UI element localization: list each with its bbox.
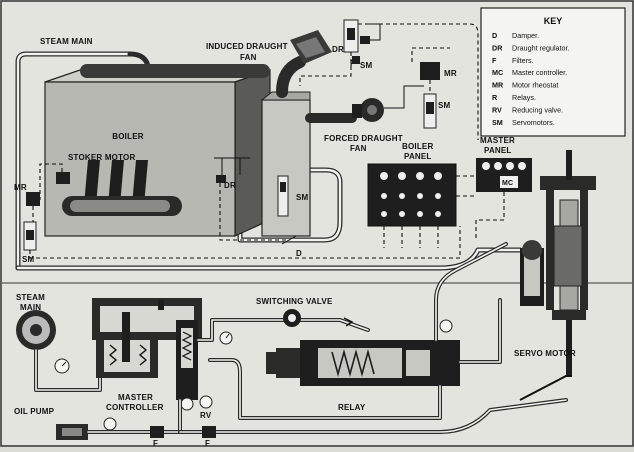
boiler-uptake: SM xyxy=(260,91,311,237)
boiler: BOILER xyxy=(44,64,271,237)
key-legend: KEY D Damper. DR Draught regulator. F Filters… xyxy=(480,7,626,137)
key-description: Reducing valve. xyxy=(512,105,563,114)
key-title: KEY xyxy=(544,16,563,26)
key-code: DR xyxy=(492,43,503,52)
mr-right-label: MR xyxy=(444,69,457,78)
sm-top-label: SM xyxy=(360,61,373,70)
reducing-valve-stack: RV xyxy=(176,320,233,420)
forced-fan-label-1: FORCED DRAUGHT xyxy=(324,134,403,143)
induced-draught-fan: INDUCED DRAUGHT FAN xyxy=(206,30,332,98)
switching-valve: SWITCHING VALVE xyxy=(196,297,370,342)
draught-regulator-boiler: DR xyxy=(214,157,290,241)
key-description: Servomotors. xyxy=(512,118,555,127)
key-code: SM xyxy=(492,118,503,127)
key-entries: D Damper. DR Draught regulator. F Filters. MC M… xyxy=(492,31,570,127)
key-description: Damper. xyxy=(512,31,539,40)
boiler-label: BOILER xyxy=(112,132,143,141)
stoker-motor: STOKER MOTOR xyxy=(39,153,135,200)
oil-pump-line: OIL PUMP F F xyxy=(14,398,568,448)
key-code: R xyxy=(492,93,498,102)
rv-label: RV xyxy=(200,411,212,420)
dr-top-label: DR xyxy=(332,45,344,54)
steam-main-bottom-label-1: STEAM xyxy=(16,293,45,302)
key-code: MR xyxy=(492,81,504,90)
key-description: Draught regulator. xyxy=(512,43,570,52)
key-code: F xyxy=(492,56,497,65)
master-controller-label-2: CONTROLLER xyxy=(106,403,164,412)
sm-right-label: SM xyxy=(438,101,451,110)
induced-fan-label-2: FAN xyxy=(240,53,257,62)
key-description: Filters. xyxy=(512,56,534,65)
top-control-cluster: DR F SM xyxy=(299,19,479,140)
relay: RELAY xyxy=(208,242,508,420)
servo-motor: SERVO MOTOR xyxy=(514,150,596,401)
forced-fan-label-2: FAN xyxy=(350,144,367,153)
master-controller-label-1: MASTER xyxy=(118,393,153,402)
steam-main-bottom-label-2: MAIN xyxy=(20,303,41,312)
sm-left-label: SM xyxy=(22,255,35,264)
master-panel-label-2: PANEL xyxy=(484,146,512,155)
boiler-panel: BOILER PANEL xyxy=(260,142,461,259)
dr-boiler-label: DR xyxy=(224,181,236,190)
key-code: RV xyxy=(492,105,502,114)
steam-main-bottom: STEAM MAIN xyxy=(16,293,102,392)
boiler-panel-label-1: BOILER xyxy=(402,142,433,151)
master-panel: MASTER PANEL MC xyxy=(456,136,532,240)
switching-valve-label: SWITCHING VALVE xyxy=(256,297,333,306)
forced-draught-fan: FORCED DRAUGHT FAN xyxy=(305,98,403,153)
sm-boiler-label: SM xyxy=(296,193,309,202)
stoker-motor-label: STOKER MOTOR xyxy=(68,153,135,162)
key-code: D xyxy=(492,31,497,40)
right-regulators: MR SM xyxy=(384,47,457,129)
key-code: MC xyxy=(492,68,503,77)
induced-fan-label-1: INDUCED DRAUGHT xyxy=(206,42,288,51)
steam-main-top-label: STEAM MAIN xyxy=(40,37,93,46)
key-description: Motor rheostat xyxy=(512,81,558,90)
damper-label: D xyxy=(296,249,302,258)
key-description: Master controller. xyxy=(512,68,567,77)
oil-pump-label: OIL PUMP xyxy=(14,407,55,416)
boiler-panel-label-2: PANEL xyxy=(404,152,432,161)
key-description: Relays. xyxy=(512,93,536,102)
relay-label: RELAY xyxy=(338,403,366,412)
servo-motor-label: SERVO MOTOR xyxy=(514,349,576,358)
mc-badge: MC xyxy=(502,180,513,187)
damper: D xyxy=(281,235,302,258)
left-regulators: MR SM xyxy=(14,183,260,264)
filter-label-2: F xyxy=(205,439,210,447)
filter-label-1: F xyxy=(153,439,158,447)
master-panel-label-1: MASTER xyxy=(480,136,515,145)
mr-left-label: MR xyxy=(14,183,27,192)
